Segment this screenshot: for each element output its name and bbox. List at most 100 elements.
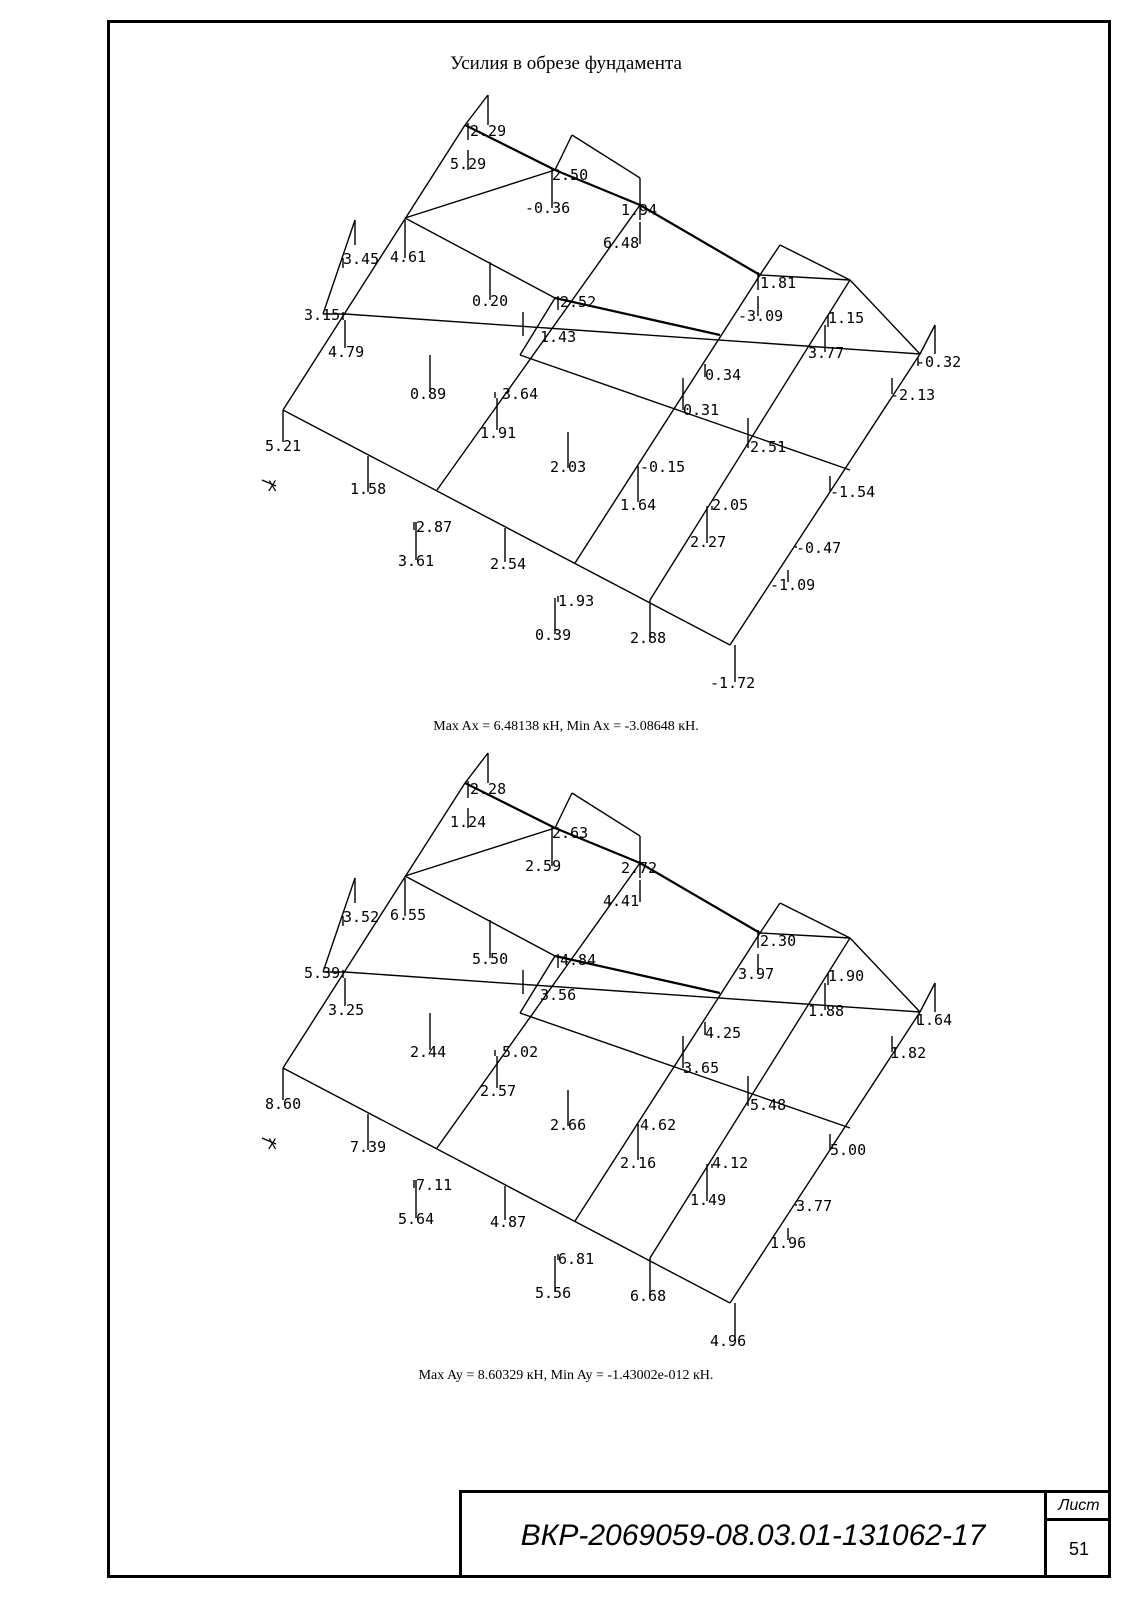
force-value-19: 5.02 xyxy=(502,1043,538,1061)
force-value-9: 4.84 xyxy=(560,951,596,969)
force-value-16: 1.88 xyxy=(808,1002,844,1020)
force-value-38: 1.96 xyxy=(770,1234,806,1252)
force-value-31: 1.64 xyxy=(620,496,656,514)
frame-beam-3 xyxy=(464,124,556,171)
force-value-19: 3.64 xyxy=(502,385,538,403)
force-value-15: 3.56 xyxy=(540,986,576,1004)
frame-beam-23 xyxy=(779,244,851,281)
frame-beam-24 xyxy=(919,982,936,1013)
force-value-5: 4.41 xyxy=(603,892,639,910)
axis-marker xyxy=(261,1137,277,1145)
diagram-caption-ay: Max Ay = 8.60329 кН, Min Ay = -1.43002e-… xyxy=(418,1368,714,1383)
force-value-35: 1.49 xyxy=(690,1191,726,1209)
frame-beam-23 xyxy=(779,902,851,939)
force-value-5: 6.48 xyxy=(603,234,639,252)
force-value-9: 2.52 xyxy=(560,293,596,311)
force-value-29: 5.00 xyxy=(830,1141,866,1159)
force-value-30: 2.87 xyxy=(416,518,452,536)
force-value-25: 2.51 xyxy=(750,438,786,456)
force-value-37: 1.93 xyxy=(558,592,594,610)
force-value-21: -2.13 xyxy=(890,386,935,404)
frame-beam-9 xyxy=(404,827,556,877)
frame-beam-17 xyxy=(464,752,489,784)
force-value-35: 2.27 xyxy=(690,533,726,551)
frame-beam-13 xyxy=(729,353,921,646)
force-value-0: 2.29 xyxy=(470,122,506,140)
force-value-20: 0.34 xyxy=(705,366,741,384)
force-value-36: 3.77 xyxy=(796,1197,832,1215)
force-value-31: 2.16 xyxy=(620,1154,656,1172)
force-value-29: -1.54 xyxy=(830,483,875,501)
sheet-label: Лист xyxy=(1047,1493,1111,1521)
force-value-36: -0.47 xyxy=(796,539,841,557)
sheet-cell: Лист 51 xyxy=(1044,1493,1111,1578)
force-value-4: 2.72 xyxy=(621,859,657,877)
frame-beam-14 xyxy=(554,954,721,995)
frame-beam-5 xyxy=(639,204,761,276)
frame-beam-27 xyxy=(322,219,356,315)
force-value-37: 6.81 xyxy=(558,1250,594,1268)
frame-beam-8 xyxy=(282,782,466,1069)
frame-beam-5 xyxy=(639,862,761,934)
force-value-10: 2.30 xyxy=(760,932,796,950)
frame-beam-17 xyxy=(464,94,489,126)
force-value-28: 1.58 xyxy=(350,480,386,498)
frame-beam-2 xyxy=(404,875,556,957)
frame-beam-3 xyxy=(464,782,556,829)
force-value-7: 6.55 xyxy=(390,906,426,924)
force-value-32: 4.12 xyxy=(712,1154,748,1172)
force-value-8: 5.50 xyxy=(472,950,508,968)
force-value-6: 3.45 xyxy=(343,250,379,268)
frame-beam-15 xyxy=(519,354,851,471)
frame-beam-2 xyxy=(404,217,556,299)
force-value-10: 1.81 xyxy=(760,274,796,292)
force-value-13: 3.15 xyxy=(304,306,340,324)
frame-beam-14 xyxy=(554,296,721,337)
force-value-2: 2.63 xyxy=(552,824,588,842)
frame-beam-1 xyxy=(344,313,921,355)
force-value-14: 3.25 xyxy=(328,1001,364,1019)
frame-beam-10 xyxy=(436,862,641,1149)
force-value-15: 1.43 xyxy=(540,328,576,346)
frame-beam-6 xyxy=(759,932,851,939)
frame-beam-0 xyxy=(282,1067,731,1304)
force-value-32: 2.05 xyxy=(712,496,748,514)
force-value-21: 1.82 xyxy=(890,1044,926,1062)
force-value-39: 0.39 xyxy=(535,626,571,644)
frame-beam-11 xyxy=(574,274,761,564)
force-value-22: 0.31 xyxy=(683,401,719,419)
force-value-33: 3.61 xyxy=(398,552,434,570)
force-value-41: 4.96 xyxy=(710,1332,746,1350)
force-value-6: 3.52 xyxy=(343,908,379,926)
force-value-1: 5.29 xyxy=(450,155,486,173)
force-value-28: 7.39 xyxy=(350,1138,386,1156)
force-value-34: 4.87 xyxy=(490,1213,526,1231)
force-value-20: 4.25 xyxy=(705,1024,741,1042)
force-value-0: 2.28 xyxy=(470,780,506,798)
force-value-27: -0.15 xyxy=(640,458,685,476)
frame-beam-27 xyxy=(322,877,356,973)
document-code: ВКР-2069059-08.03.01-131062-17 xyxy=(520,1519,986,1552)
frame-beam-24 xyxy=(919,324,936,355)
frame-beam-11 xyxy=(574,932,761,1222)
frame-beam-9 xyxy=(404,169,556,219)
frame-beam-20 xyxy=(571,792,641,837)
sheet-frame xyxy=(107,20,1111,1578)
force-value-33: 5.64 xyxy=(398,1210,434,1228)
axis-label-x: X xyxy=(268,1137,277,1153)
force-value-1: 1.24 xyxy=(450,813,486,831)
diagram-caption-ax: Max Ax = 6.48138 кН, Min Ax = -3.08648 к… xyxy=(433,719,699,734)
frame-beam-6 xyxy=(759,274,851,281)
force-value-23: 8.60 xyxy=(265,1095,301,1113)
force-value-8: 0.20 xyxy=(472,292,508,310)
frame-beam-15 xyxy=(519,1012,851,1129)
frame-beam-1 xyxy=(344,971,921,1013)
force-value-4: 1.94 xyxy=(621,201,657,219)
frame-beam-19 xyxy=(554,134,573,171)
frame-beam-12 xyxy=(649,279,851,601)
frame-beam-4 xyxy=(554,826,641,865)
force-value-12: 1.90 xyxy=(828,967,864,985)
frame-beam-16 xyxy=(519,297,556,356)
